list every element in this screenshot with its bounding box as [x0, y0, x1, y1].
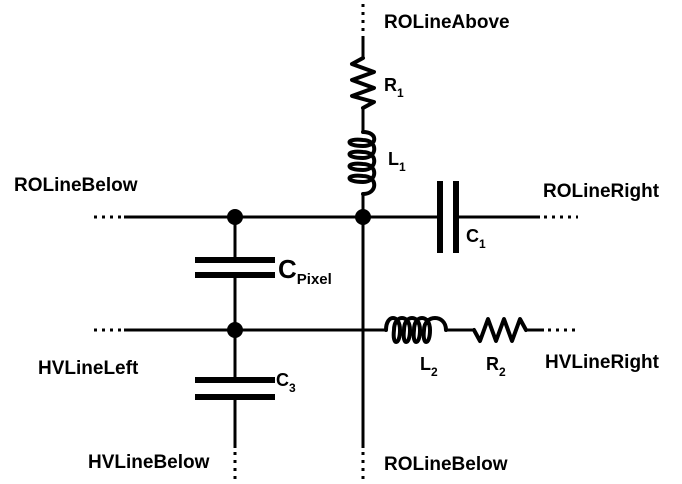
inductor-l1: [347, 130, 377, 196]
junction-hv-pixel: [227, 322, 243, 338]
label-l2: L2: [420, 354, 438, 379]
label-hv-line-right: HVLineRight: [545, 352, 660, 373]
inductor-l2: [384, 316, 448, 344]
label-ro-line-above: ROLineAbove: [384, 12, 510, 33]
label-hv-line-left: HVLineLeft: [38, 358, 139, 379]
resistor-r1: [350, 56, 376, 110]
label-r2: R2: [486, 354, 506, 379]
label-c1: C1: [466, 226, 486, 251]
label-r1: R1: [384, 75, 404, 100]
label-ro-line-below-bottom: ROLineBelow: [384, 454, 508, 475]
label-ro-line-right: ROLineRight: [543, 181, 660, 202]
label-c-pixel: CPixel: [278, 254, 332, 288]
resistor-r2: [472, 317, 528, 343]
junction-ro-pixel: [227, 209, 243, 225]
label-hv-line-below: HVLineBelow: [88, 452, 210, 473]
label-ro-line-below-left: ROLineBelow: [14, 175, 138, 196]
label-c3: C3: [276, 370, 296, 395]
label-l1: L1: [388, 149, 406, 174]
junction-ro-cross: [355, 209, 371, 225]
